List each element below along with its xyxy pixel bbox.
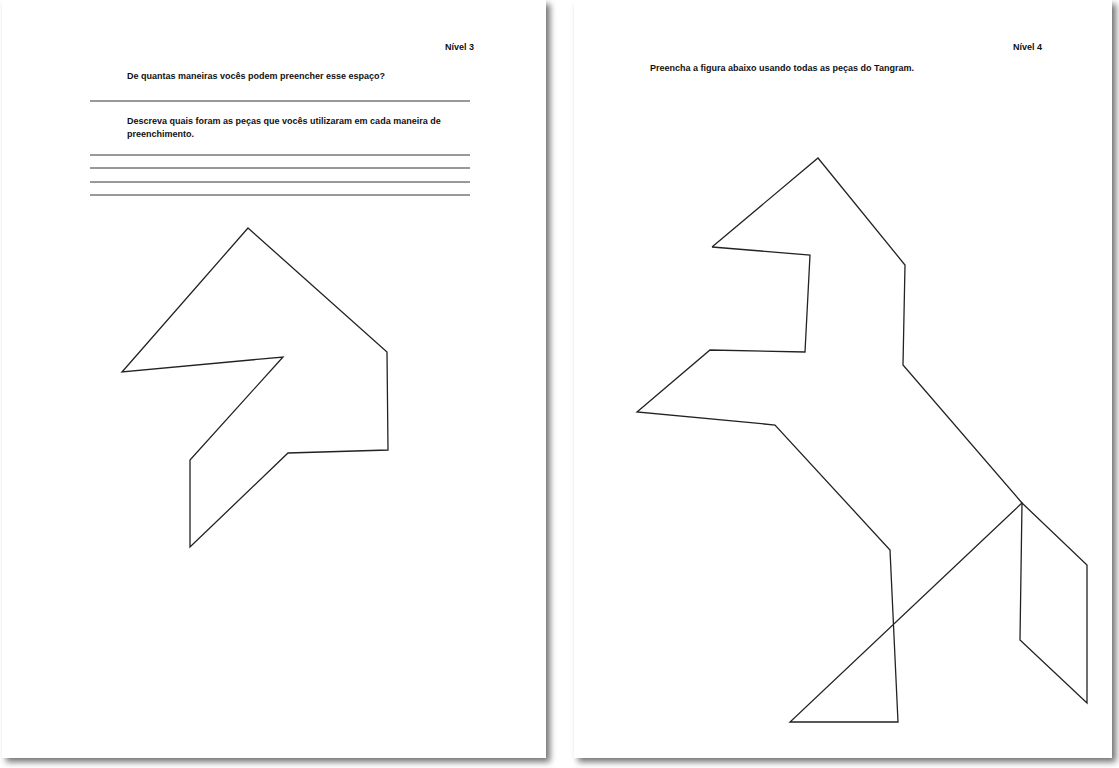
answer-lines — [90, 101, 470, 195]
question-text: De quantas maneiras vocês podem preenche… — [127, 70, 487, 83]
horse-outline — [637, 158, 1087, 722]
instruction-text: Descreva quais foram as peças que vocês … — [127, 115, 479, 141]
level-heading: Nível 4 — [1013, 41, 1093, 54]
page-sheet — [574, 0, 1112, 758]
instruction-text: Preencha a figura abaixo usando todas as… — [650, 62, 1050, 75]
tangram-outline — [122, 228, 388, 547]
level-heading: Nível 3 — [445, 41, 525, 54]
page-sheet — [2, 0, 546, 758]
